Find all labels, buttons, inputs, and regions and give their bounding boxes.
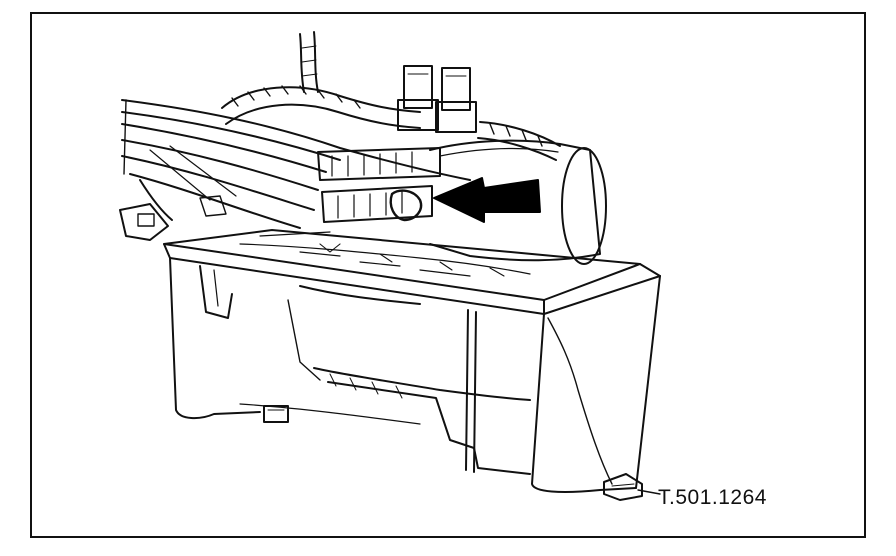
- figure-reference-code: T.501.1264: [658, 486, 767, 509]
- chassis-rails: [119, 99, 471, 241]
- relay-blocks: [397, 65, 477, 133]
- module-body: [429, 139, 601, 262]
- connector-housings: [317, 147, 441, 223]
- figure-frame: [30, 12, 866, 538]
- cradle-top-plate: [163, 229, 661, 315]
- reference-leader-line: [637, 489, 661, 495]
- top-cable: [299, 31, 319, 93]
- end-cap: [561, 147, 607, 265]
- lower-basin: [239, 367, 643, 501]
- indicator-arrow: [433, 177, 541, 223]
- cradle-body: [169, 257, 661, 493]
